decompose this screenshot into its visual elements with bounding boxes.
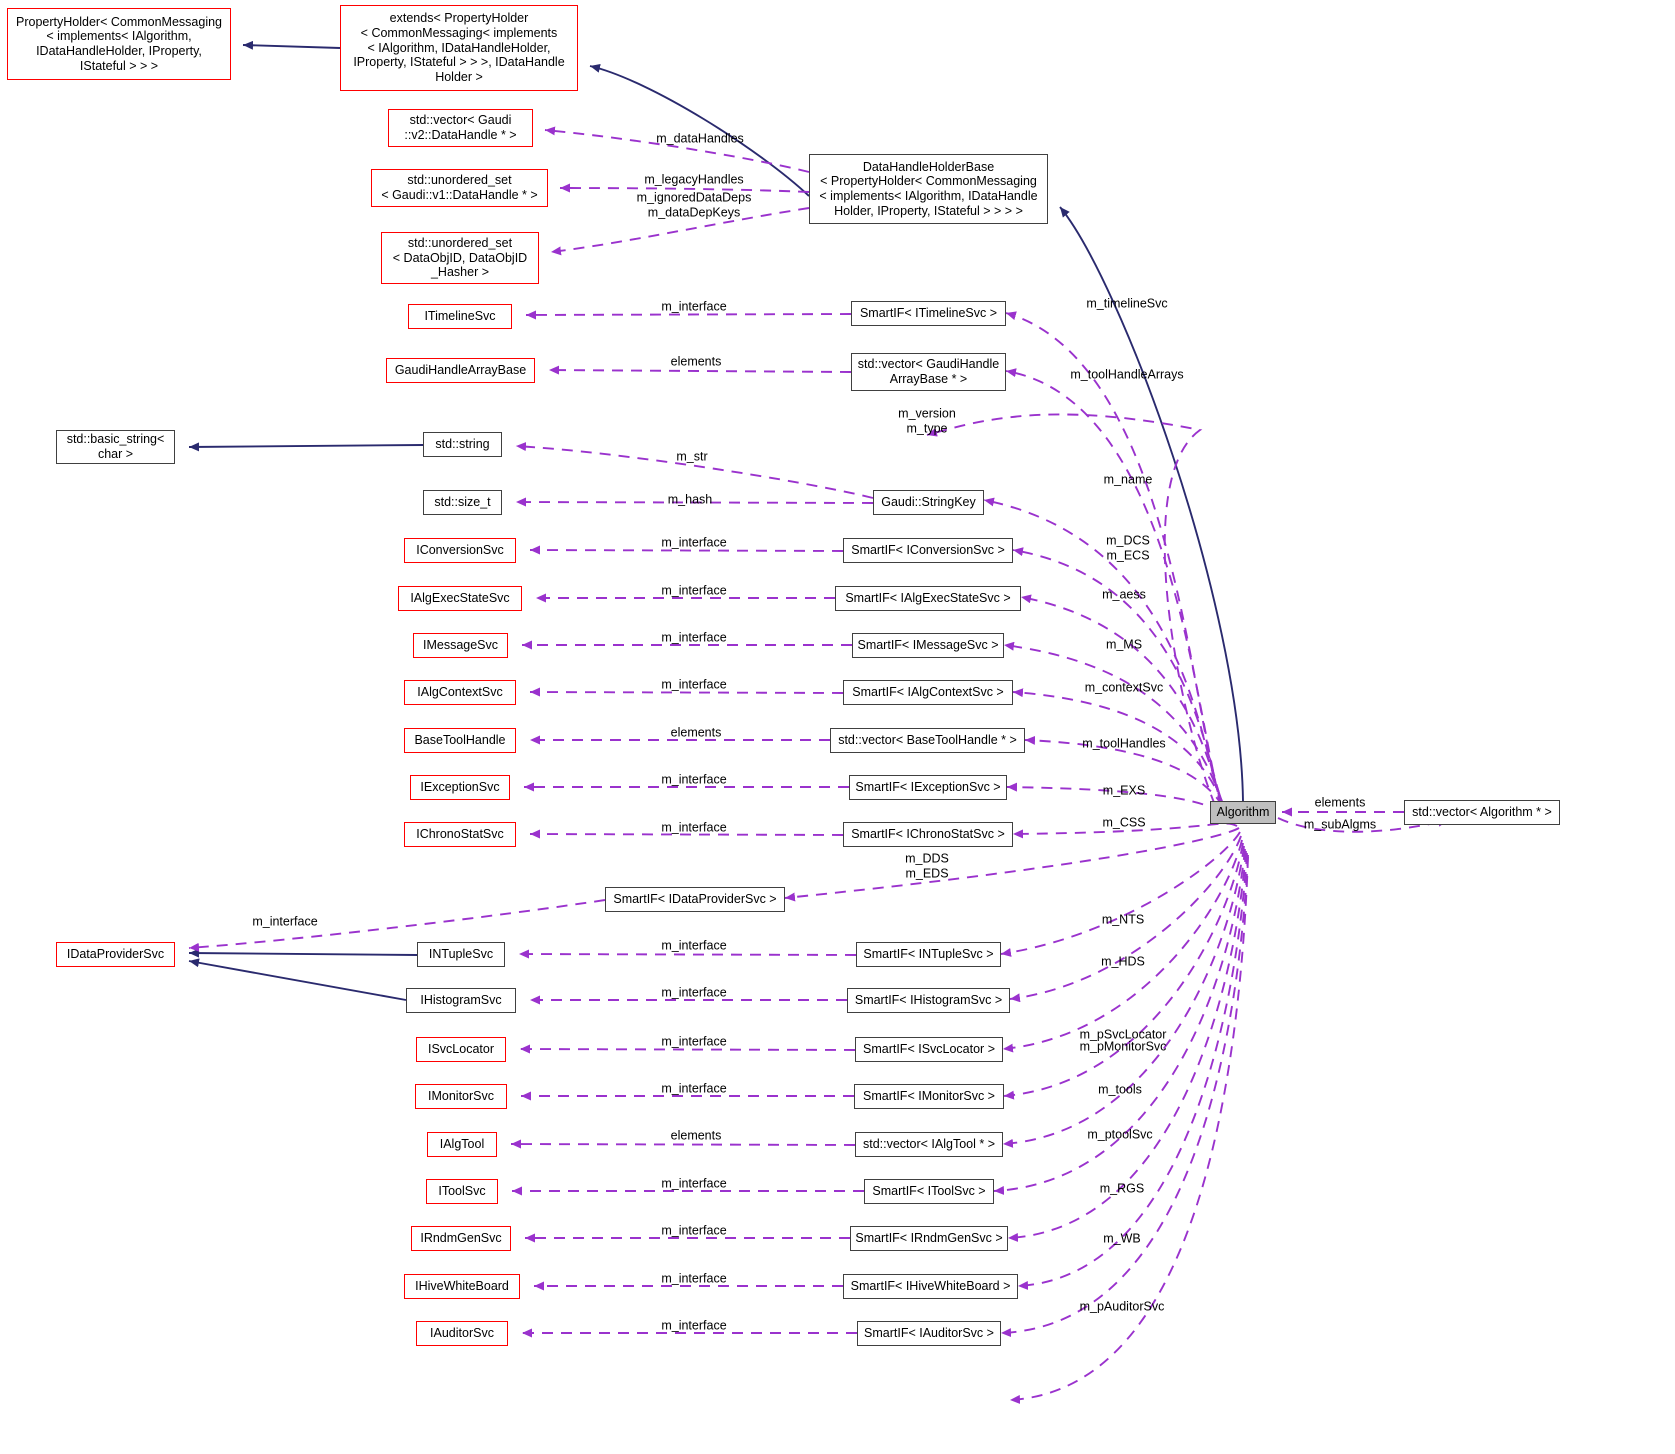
node-iexceptionsvc[interactable]: IExceptionSvc <box>410 775 510 800</box>
edge-label-m-version-m-type: m_version m_type <box>898 406 956 435</box>
edge-label-m-interface-timeline: m_interface <box>661 299 727 314</box>
edge-label-m-toolHandles: m_toolHandles <box>1082 736 1166 751</box>
edge-label-m-exs: m_EXS <box>1102 783 1146 798</box>
node-smartif-itoolsvc[interactable]: SmartIF< IToolSvc > <box>864 1179 994 1204</box>
node-property-holder[interactable]: PropertyHolder< CommonMessaging < implem… <box>7 8 231 80</box>
node-smartif-iconversionsvc[interactable]: SmartIF< IConversionSvc > <box>843 538 1013 563</box>
node-std-string[interactable]: std::string <box>423 432 502 457</box>
edge-label-m-interface-chrono: m_interface <box>661 820 727 835</box>
edge-label-m-interface-toolsvc: m_interface <box>661 1176 727 1191</box>
edge-label-m-dds-m-eds: m_DDS m_EDS <box>905 851 949 880</box>
edge-label-m-ptoolSvc: m_ptoolSvc <box>1087 1127 1153 1142</box>
edge-label-m-interface-conversion: m_interface <box>661 535 727 550</box>
edge-label-m-interface-algcontext: m_interface <box>661 677 727 692</box>
edge-label-m-subAlgms: m_subAlgms <box>1303 817 1377 832</box>
node-ihivewhiteboard[interactable]: IHiveWhiteBoard <box>404 1274 520 1299</box>
edge-label-m-dataHandles: m_dataHandles <box>656 131 744 146</box>
node-itimelinesvc[interactable]: ITimelineSvc <box>408 304 512 329</box>
node-basetoolhandle[interactable]: BaseToolHandle <box>404 728 516 753</box>
node-smartif-ihistogramsvc[interactable]: SmartIF< IHistogramSvc > <box>847 988 1010 1013</box>
node-idataprovidersvc[interactable]: IDataProviderSvc <box>56 942 175 967</box>
node-smartif-iexceptionsvc[interactable]: SmartIF< IExceptionSvc > <box>849 775 1007 800</box>
node-gaudihandlearraybase[interactable]: GaudiHandleArrayBase <box>386 358 535 383</box>
edge-label-m-wb: m_WB <box>1103 1231 1141 1246</box>
node-ialgexecstatesvc[interactable]: IAlgExecStateSvc <box>398 586 522 611</box>
edge-label-m-interface-dataprovider: m_interface <box>252 914 318 929</box>
node-iconversionsvc[interactable]: IConversionSvc <box>404 538 516 563</box>
node-iauditorsvc[interactable]: IAuditorSvc <box>416 1321 508 1346</box>
node-smartif-ichronostatsvc[interactable]: SmartIF< IChronoStatSvc > <box>843 822 1013 847</box>
node-datahandleholderbase[interactable]: DataHandleHolderBase < PropertyHolder< C… <box>809 154 1048 224</box>
edge-label-m-interface-auditor: m_interface <box>661 1318 727 1333</box>
edge-label-elements-algorithm: elements <box>1314 795 1366 810</box>
node-itoolsvc[interactable]: IToolSvc <box>426 1179 498 1204</box>
edge-label-m-timelineSvc: m_timelineSvc <box>1086 296 1168 311</box>
edge-label-m-legacyHandles: m_legacyHandles <box>644 172 744 187</box>
edge-label-m-rgs: m_RGS <box>1099 1181 1145 1196</box>
node-irndmgensvc[interactable]: IRndmGenSvc <box>411 1226 511 1251</box>
node-smartif-irndmgensvc[interactable]: SmartIF< IRndmGenSvc > <box>850 1226 1008 1251</box>
node-smartif-itimelinesvc[interactable]: SmartIF< ITimelineSvc > <box>851 301 1006 326</box>
node-gaudi-stringkey[interactable]: Gaudi::StringKey <box>873 490 984 515</box>
node-vector-gaudihandlearraybase[interactable]: std::vector< GaudiHandle ArrayBase * > <box>851 353 1006 391</box>
edge-label-m-ms: m_MS <box>1105 637 1143 652</box>
node-vector-basetoolhandle[interactable]: std::vector< BaseToolHandle * > <box>830 728 1025 753</box>
edge-label-m-hds: m_HDS <box>1101 954 1145 969</box>
edge-label-m-str: m_str <box>676 449 708 464</box>
node-vector-algorithm[interactable]: std::vector< Algorithm * > <box>1404 800 1560 825</box>
edge-label-m-interface-hivewhiteboard: m_interface <box>661 1271 727 1286</box>
edge-label-m-hash: m_hash <box>667 492 713 507</box>
node-smartif-ialgcontextsvc[interactable]: SmartIF< IAlgContextSvc > <box>843 680 1013 705</box>
node-unordered-set-datahandle-v1[interactable]: std::unordered_set < Gaudi::v1::DataHand… <box>371 169 548 207</box>
node-smartif-isvclocator[interactable]: SmartIF< ISvcLocator > <box>855 1037 1003 1062</box>
node-smartif-ialgexecstatesvc[interactable]: SmartIF< IAlgExecStateSvc > <box>835 586 1021 611</box>
node-ichronostatsvc[interactable]: IChronoStatSvc <box>404 822 516 847</box>
node-smartif-intuplesvc[interactable]: SmartIF< INTupleSvc > <box>856 942 1001 967</box>
edge-label-m-nts: m_NTS <box>1101 912 1145 927</box>
edge-label-m-interface-histogram: m_interface <box>661 985 727 1000</box>
node-smartif-ihivewhiteboard[interactable]: SmartIF< IHiveWhiteBoard > <box>843 1274 1018 1299</box>
edge-label-m-interface-svclocator: m_interface <box>661 1034 727 1049</box>
edge-label-elements-basetoolhandle: elements <box>670 725 722 740</box>
node-std-size-t[interactable]: std::size_t <box>423 490 502 515</box>
node-smartif-imessagesvc[interactable]: SmartIF< IMessageSvc > <box>852 633 1004 658</box>
node-smartif-imonitorsvc[interactable]: SmartIF< IMonitorSvc > <box>854 1084 1004 1109</box>
edge-label-m-pMonitorSvc: m_pMonitorSvc <box>1079 1039 1167 1054</box>
node-algorithm[interactable]: Algorithm <box>1210 801 1276 824</box>
edge-label-m-pSvcLocator: m_pSvcLocator <box>1079 1027 1167 1042</box>
node-ialgcontextsvc[interactable]: IAlgContextSvc <box>404 680 516 705</box>
node-imessagesvc[interactable]: IMessageSvc <box>413 633 508 658</box>
edge-label-elements-gaudihandle: elements <box>670 354 722 369</box>
node-smartif-iauditorsvc[interactable]: SmartIF< IAuditorSvc > <box>857 1321 1001 1346</box>
node-imonitorsvc[interactable]: IMonitorSvc <box>415 1084 507 1109</box>
edge-label-m-dcs-m-ecs: m_DCS m_ECS <box>1106 533 1150 562</box>
edge-label-m-interface-monitor: m_interface <box>661 1081 727 1096</box>
edge-label-m-name: m_name <box>1103 472 1153 487</box>
edge-label-m-tools: m_tools <box>1098 1082 1142 1097</box>
node-vector-ialgtool[interactable]: std::vector< IAlgTool * > <box>855 1132 1003 1157</box>
edge-label-m-interface-rndmgen: m_interface <box>661 1223 727 1238</box>
edge-label-m-toolHandleArrays: m_toolHandleArrays <box>1070 367 1184 382</box>
edge-label-m-interface-exception: m_interface <box>661 772 727 787</box>
node-extends-property-holder[interactable]: extends< PropertyHolder < CommonMessagin… <box>340 5 578 91</box>
edge-label-m-ignoredDataDeps: m_ignoredDataDeps m_dataDepKeys <box>636 190 752 219</box>
node-basic-string[interactable]: std::basic_string< char > <box>56 430 175 464</box>
edge-label-m-css: m_CSS <box>1102 815 1146 830</box>
node-smartif-idataprovidersvc[interactable]: SmartIF< IDataProviderSvc > <box>605 887 785 912</box>
node-ihistogramsvc[interactable]: IHistogramSvc <box>406 988 516 1013</box>
edge-label-m-interface-ntuple: m_interface <box>661 938 727 953</box>
node-ialgtool[interactable]: IAlgTool <box>427 1132 497 1157</box>
edge-label-m-contextSvc: m_contextSvc <box>1084 680 1164 695</box>
edge-label-m-pAuditorSvc: m_pAuditorSvc <box>1079 1299 1165 1314</box>
edge-label-m-interface-message: m_interface <box>661 630 727 645</box>
edge-label-elements-algtool: elements <box>670 1128 722 1143</box>
node-unordered-set-dataobjid[interactable]: std::unordered_set < DataObjID, DataObjI… <box>381 232 539 284</box>
edge-label-m-aess: m_aess <box>1102 587 1146 602</box>
node-vector-datahandle-v2[interactable]: std::vector< Gaudi ::v2::DataHandle * > <box>388 109 533 147</box>
node-intuplesvc[interactable]: INTupleSvc <box>417 942 505 967</box>
node-isvclocator[interactable]: ISvcLocator <box>416 1037 506 1062</box>
edge-label-m-interface-algexecstate: m_interface <box>661 583 727 598</box>
